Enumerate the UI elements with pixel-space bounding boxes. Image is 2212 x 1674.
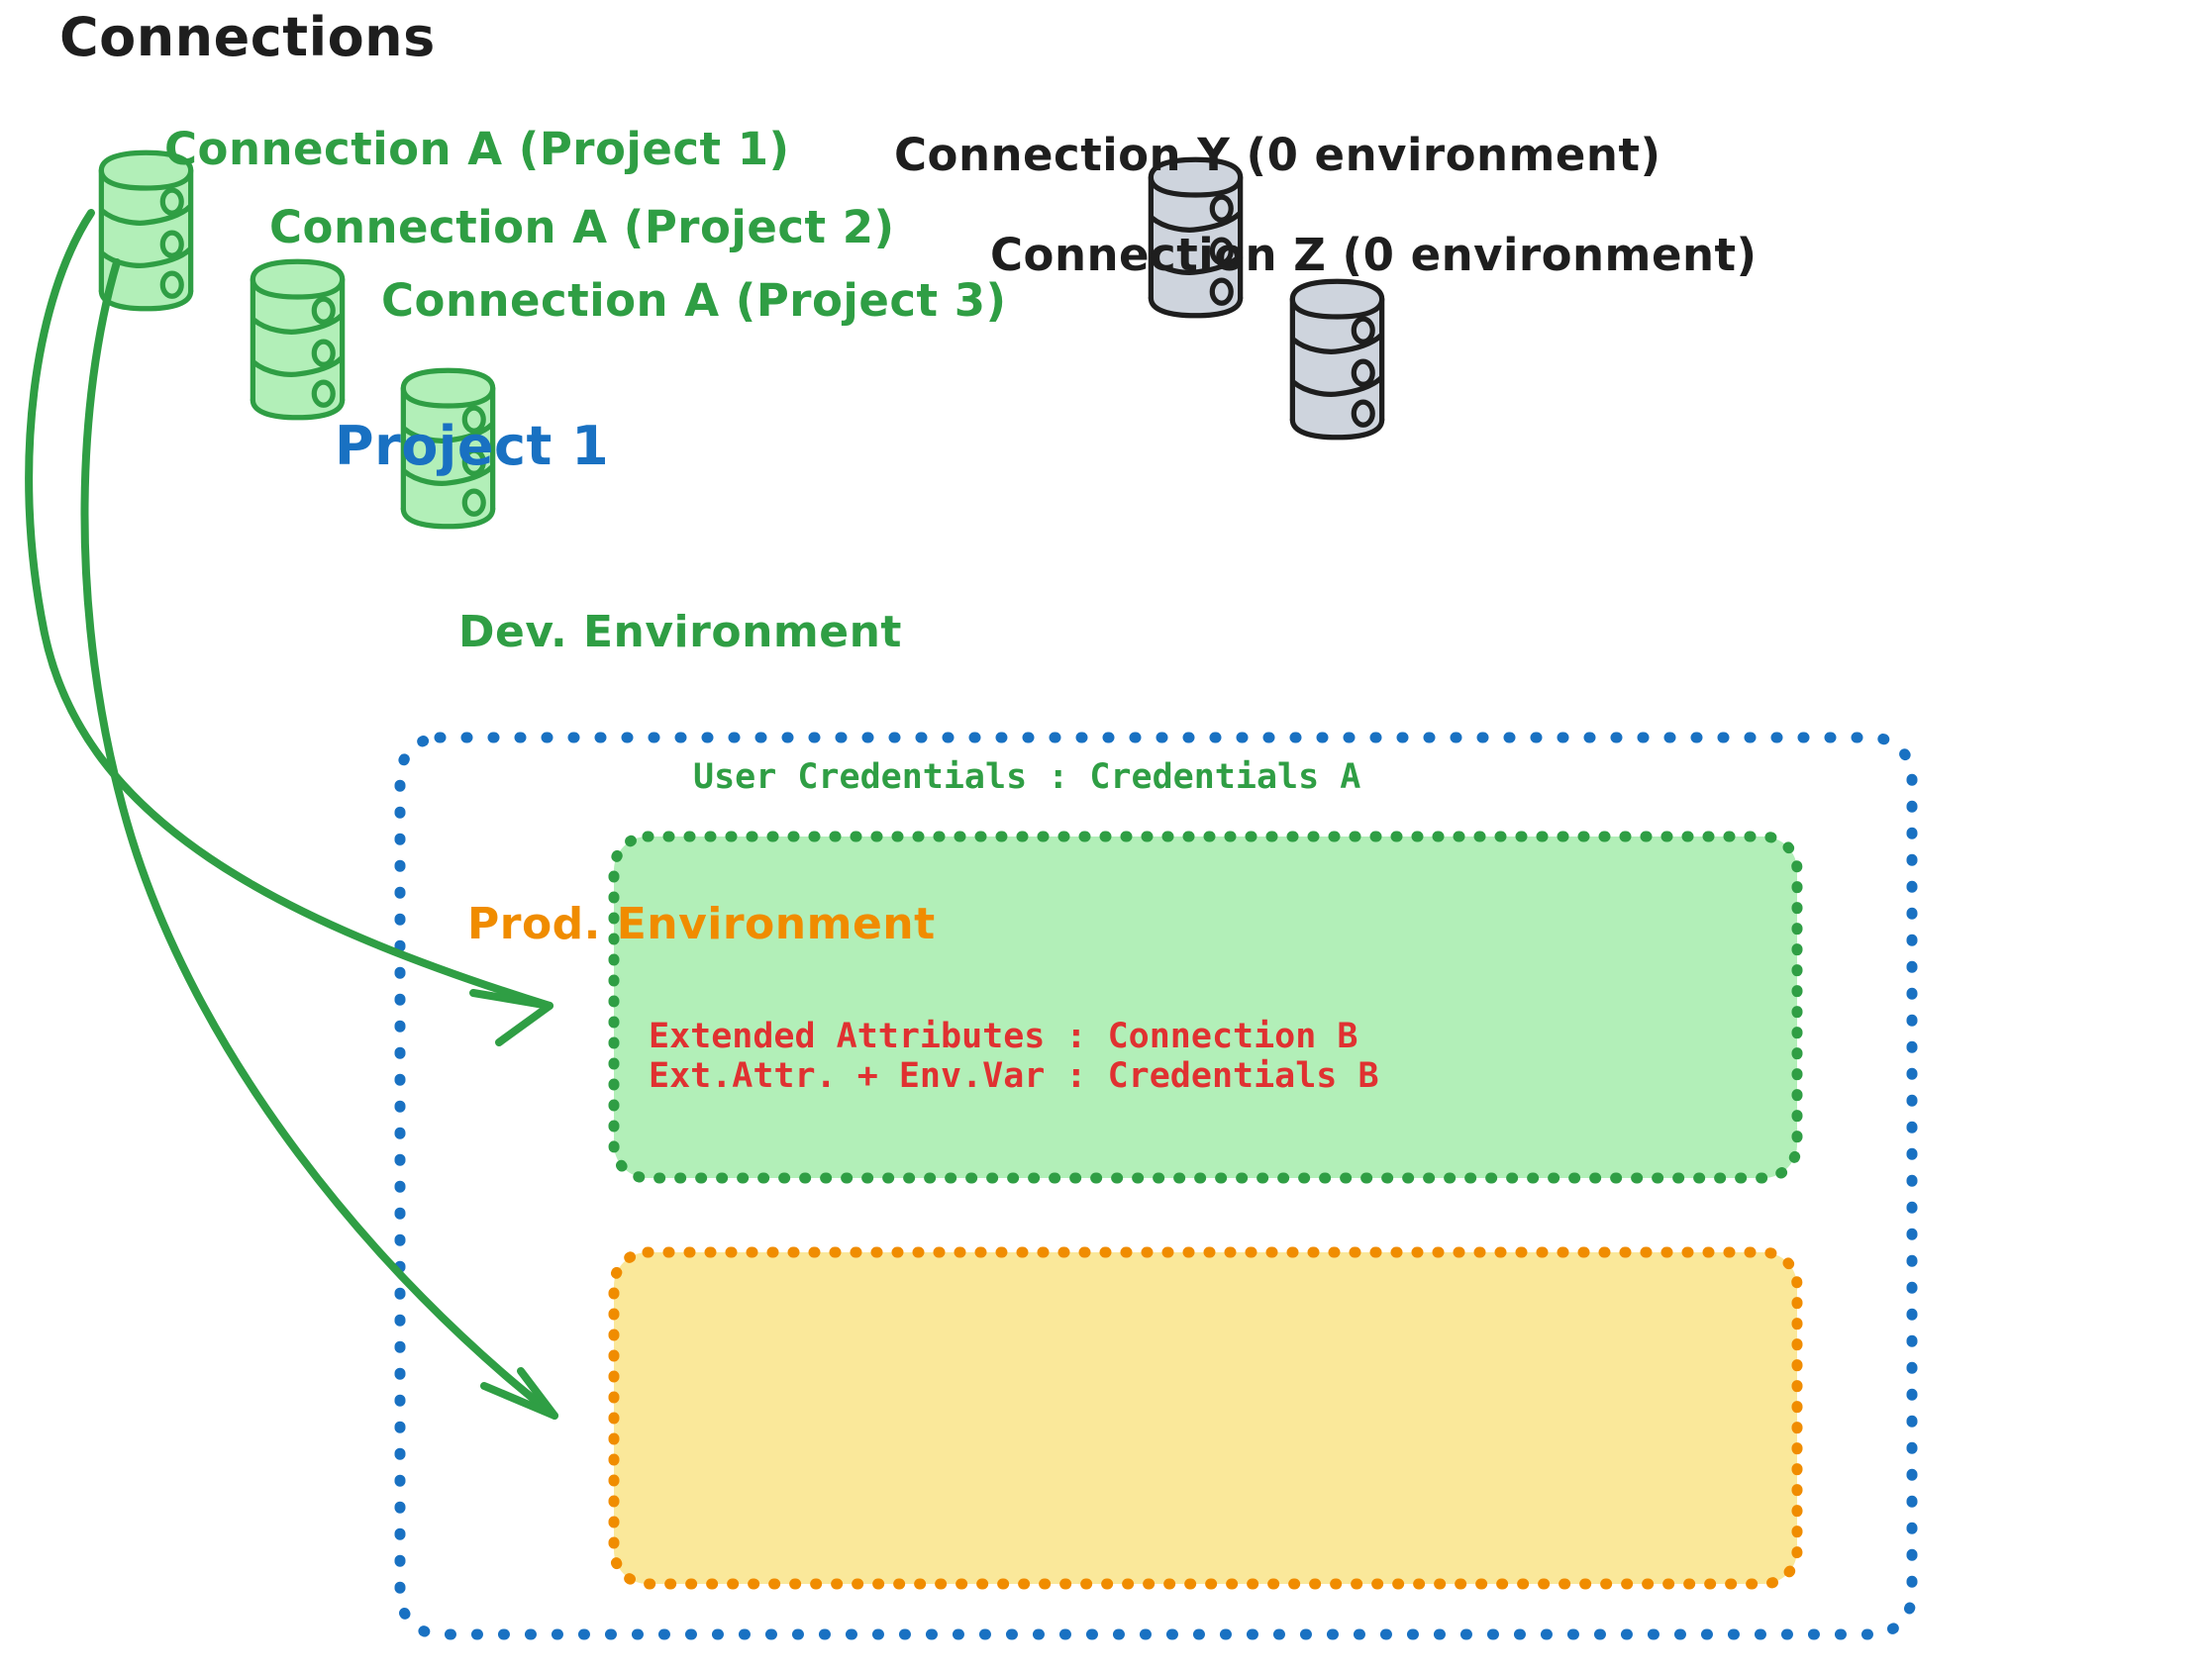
dev-environment-entry-user-credentials: User Credentials : Credentials A bbox=[693, 757, 1361, 797]
prod-environment-entry-extattr-envvar: Ext.Attr. + Env.Var : Credentials B bbox=[649, 1056, 1379, 1096]
connection-label-y: Connection Y (0 environment) bbox=[894, 129, 1661, 181]
connection-label-a-project-1: Connection A (Project 1) bbox=[164, 123, 790, 175]
prod-environment-box bbox=[608, 1246, 1803, 1590]
page-title: Connections bbox=[59, 6, 436, 68]
dev-environment-title: Dev. Environment bbox=[458, 607, 902, 657]
database-cylinder-icon-connection-a-project-2[interactable] bbox=[251, 260, 343, 418]
arrow-connection-a-to-dev-environment bbox=[25, 209, 553, 1046]
project-title: Project 1 bbox=[335, 415, 610, 477]
connection-label-z: Connection Z (0 environment) bbox=[990, 229, 1758, 281]
prod-environment-title: Prod. Environment bbox=[467, 899, 936, 949]
connection-label-a-project-3: Connection A (Project 3) bbox=[381, 274, 1007, 327]
project-1-container bbox=[394, 732, 1918, 1640]
prod-environment-entry-extended-attributes: Extended Attributes : Connection B bbox=[649, 1017, 1358, 1056]
connection-label-a-project-2: Connection A (Project 2) bbox=[269, 201, 895, 253]
arrow-connection-a-to-prod-environment bbox=[80, 258, 558, 1420]
dev-environment-box bbox=[608, 831, 1803, 1184]
database-cylinder-icon-connection-z[interactable] bbox=[1291, 280, 1382, 438]
